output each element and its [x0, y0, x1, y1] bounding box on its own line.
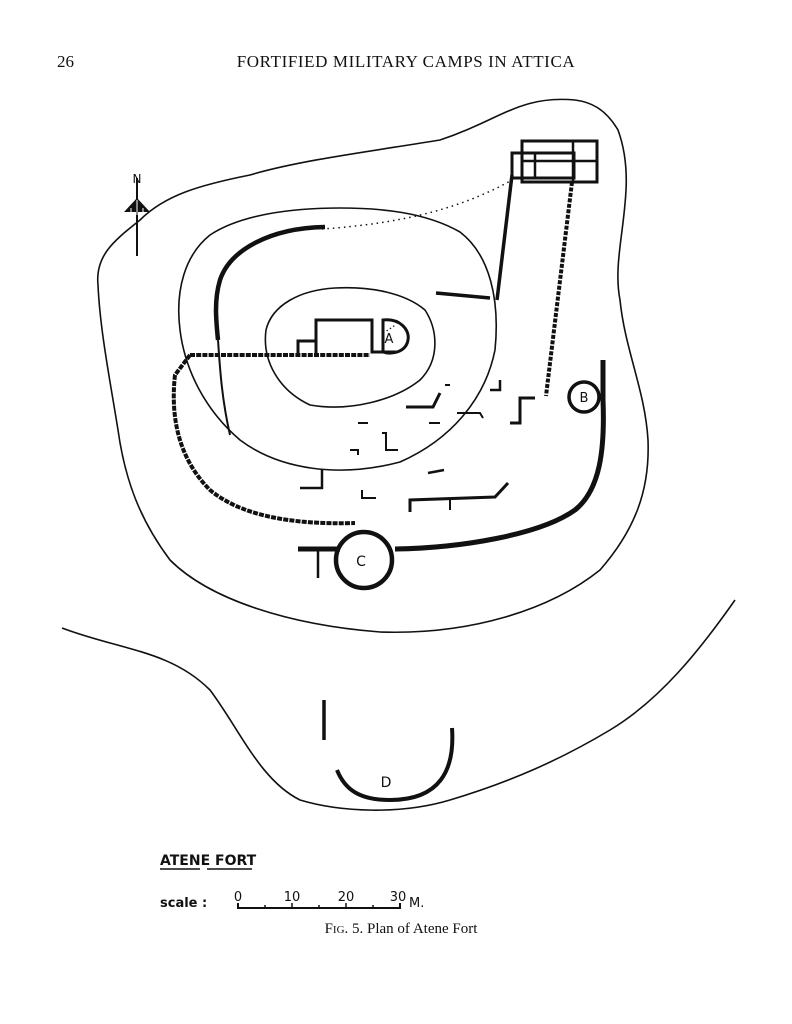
- plan-title: ATENE FORT: [160, 853, 257, 869]
- scale-bar: [237, 903, 401, 909]
- scale-tick-0: 0: [234, 890, 242, 905]
- scale-label: scale :: [160, 896, 207, 911]
- lower-contour: [61, 599, 736, 811]
- scale-tick-20: 20: [338, 890, 355, 905]
- northwest-wall: [213, 224, 326, 341]
- label-a: A: [385, 332, 394, 347]
- running-head: FORTIFIED MILITARY CAMPS IN ATTICA: [236, 52, 576, 71]
- east-wall-outer: [544, 181, 574, 397]
- inner-contour: [264, 286, 436, 408]
- south-wall: [394, 360, 606, 552]
- outer-contour: [96, 98, 649, 634]
- west-outer-wall: [171, 353, 370, 526]
- figure-number: Fig. 5.: [324, 921, 364, 937]
- tower-a: [381, 318, 410, 355]
- label-c: C: [356, 554, 366, 570]
- figure-caption-text: Plan of Atene Fort: [367, 921, 478, 937]
- scale-tick-30: 30: [390, 890, 407, 905]
- towers: [333, 318, 601, 591]
- building-a-walls: [296, 318, 396, 355]
- north-label: N: [133, 172, 142, 186]
- scale-unit: M.: [409, 896, 424, 911]
- tower-c: [333, 529, 395, 591]
- page-number: 26: [57, 52, 74, 71]
- contour-lines: [61, 98, 736, 811]
- label-b: B: [580, 391, 589, 406]
- label-d: D: [381, 775, 392, 791]
- d-wall-curve: [335, 727, 455, 803]
- north-arrow: [124, 178, 150, 256]
- tower-b: [567, 380, 601, 414]
- east-wall-inner: [495, 174, 514, 301]
- fort-walls: [171, 139, 606, 803]
- middle-contour: [177, 207, 498, 471]
- scale-tick-10: 10: [284, 890, 301, 905]
- figure-caption: Fig. 5. Plan of Atene Fort: [0, 921, 792, 938]
